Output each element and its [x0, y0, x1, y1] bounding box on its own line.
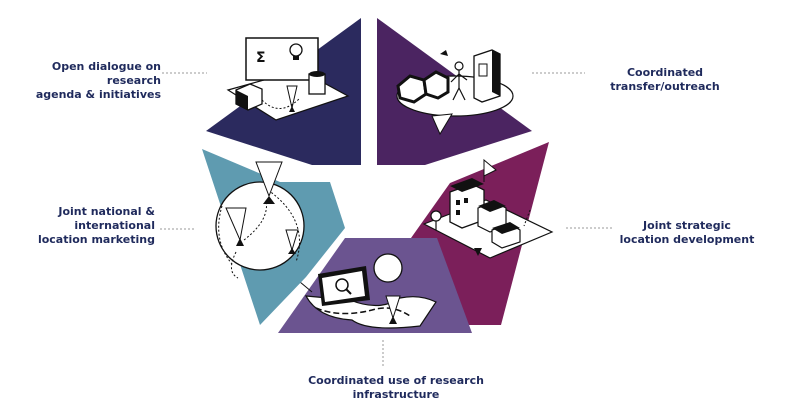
segment-location-marketing [202, 149, 345, 325]
svg-text:Σ: Σ [256, 50, 266, 66]
monitor-magnifier-icon [299, 253, 437, 329]
label-research-infrastructure: Coordinated use of research infrastructu… [308, 374, 484, 401]
segment-transfer-outreach [377, 18, 532, 165]
label-location-marketing: Joint national & international location … [37, 205, 155, 246]
segment-research-dialogue: Σ [206, 18, 361, 165]
label-transfer-outreach: Coordinated transfer/outreach [610, 66, 720, 93]
segment-research-infrastructure [278, 238, 472, 333]
connector-lines [160, 72, 612, 368]
molecule-book-person-icon [396, 49, 514, 136]
label-location-development: Joint strategic location development [619, 219, 755, 246]
label-research-dialogue: Open dialogue on research agenda & initi… [35, 60, 161, 101]
whiteboard-sigma-lightbulb-icon: Σ [226, 37, 350, 121]
house-tree-icon [422, 158, 554, 259]
globe-pins-icon [215, 161, 305, 279]
